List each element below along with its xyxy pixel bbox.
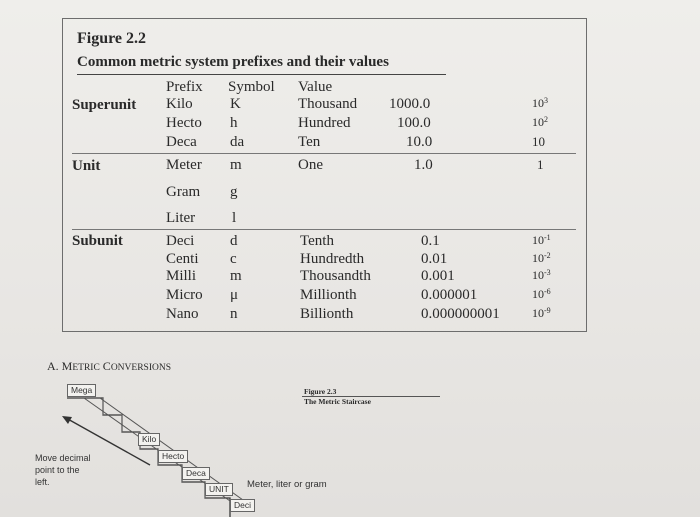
row-power: 10-2 — [532, 251, 551, 265]
move-note-line2: point to the — [35, 465, 80, 475]
row-decimal: 10.0 — [406, 134, 433, 150]
row-symbol: c — [230, 251, 237, 267]
row-symbol: n — [230, 306, 238, 322]
decimal-arrow — [62, 416, 151, 466]
move-note-line3: left. — [35, 477, 50, 487]
row-prefix: Gram — [166, 184, 201, 200]
row-word: Billionth — [300, 306, 354, 322]
unit-divider-bottom — [72, 229, 576, 231]
row-prefix: Deca — [166, 134, 197, 150]
row-symbol: μ — [230, 287, 239, 303]
row-decimal: 0.01 — [421, 251, 448, 267]
figure-number: Figure 2.2 — [77, 30, 147, 47]
step-hecto: Hecto — [158, 450, 189, 464]
row-word: Thousandth — [300, 268, 371, 284]
row-decimal: 100.0 — [397, 115, 431, 131]
staircase-figure-number: Figure 2.3 — [304, 387, 337, 396]
row-symbol: l — [232, 210, 237, 226]
caption-underline — [77, 74, 446, 76]
row-word: Tenth — [300, 233, 334, 249]
row-decimal: 0.000001 — [421, 287, 478, 303]
row-symbol: g — [230, 184, 238, 200]
group-subunit: Subunit — [72, 233, 123, 249]
step-deci: Deci — [230, 499, 256, 513]
row-word: One — [298, 157, 323, 173]
step-mega: Mega — [67, 384, 97, 398]
row-word: Hundred — [298, 115, 351, 131]
row-prefix: Micro — [166, 287, 203, 303]
staircase-caption-rule — [302, 396, 440, 397]
row-prefix: Meter — [166, 157, 202, 173]
row-power: 102 — [532, 115, 548, 129]
row-symbol: d — [230, 233, 238, 249]
row-power: 10-6 — [532, 287, 551, 301]
step-deca: Deca — [182, 467, 210, 481]
row-decimal: 1.0 — [414, 157, 433, 173]
row-symbol: m — [230, 157, 242, 173]
row-power: 10-9 — [532, 306, 551, 320]
row-symbol: m — [230, 268, 242, 284]
row-power: 10-1 — [532, 233, 551, 247]
row-symbol: K — [230, 96, 241, 112]
row-prefix: Centi — [166, 251, 199, 267]
row-word: Millionth — [300, 287, 357, 303]
figure-caption: Common metric system prefixes and their … — [77, 54, 389, 70]
header-symbol: Symbol — [228, 79, 275, 95]
staircase-figure-title: The Metric Staircase — [304, 397, 371, 406]
move-note-line1: Move decimal — [35, 453, 91, 463]
row-prefix: Milli — [166, 268, 197, 284]
row-word: Hundredth — [300, 251, 365, 267]
row-power: 10 — [532, 134, 545, 149]
unit-divider-top — [72, 153, 576, 155]
row-power: 103 — [532, 96, 548, 110]
row-word: Ten — [298, 134, 321, 150]
row-power: 10-3 — [532, 268, 551, 282]
arrow-shaft — [65, 417, 151, 466]
row-prefix: Nano — [166, 306, 199, 322]
row-prefix: Liter — [166, 210, 196, 226]
step-kilo: Kilo — [138, 433, 161, 447]
row-word: Thousand — [298, 96, 358, 112]
row-decimal: 0.1 — [421, 233, 440, 249]
section-heading: A. METRIC CONVERSIONS — [47, 359, 171, 373]
row-prefix: Deci — [166, 233, 195, 249]
row-power: 1 — [537, 157, 544, 172]
row-symbol: h — [230, 115, 238, 131]
group-superunit: Superunit — [72, 97, 137, 113]
row-prefix: Kilo — [166, 96, 193, 112]
group-unit: Unit — [72, 158, 101, 174]
step-unit: UNIT — [205, 483, 233, 497]
figure-box — [62, 18, 587, 332]
row-prefix: Hecto — [166, 115, 202, 131]
row-symbol: da — [230, 134, 245, 150]
arrow-head-icon — [62, 416, 72, 424]
row-decimal: 0.001 — [421, 268, 455, 284]
row-decimal: 0.000000001 — [421, 306, 500, 322]
unit-note: Meter, liter or gram — [247, 479, 327, 490]
header-value: Value — [298, 79, 333, 95]
header-prefix: Prefix — [166, 79, 203, 95]
row-decimal: 1000.0 — [389, 96, 431, 112]
